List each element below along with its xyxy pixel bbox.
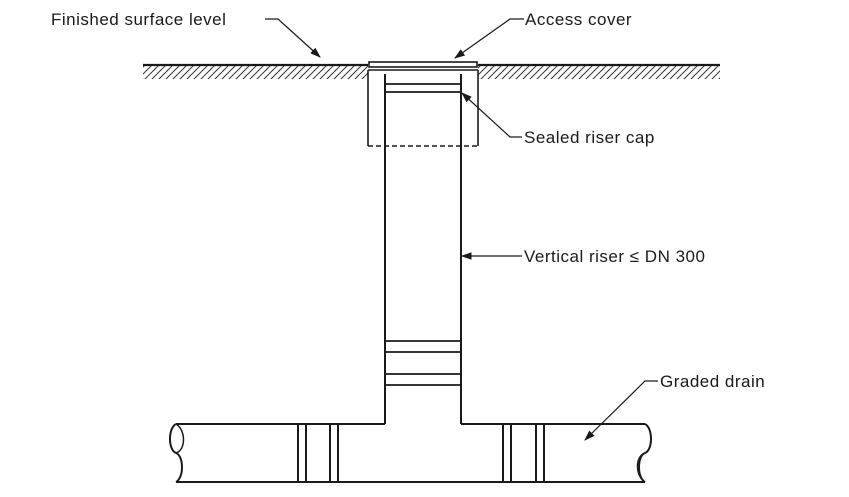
sealed-riser-cap — [385, 83, 461, 93]
label-sealed-riser-cap: Sealed riser cap — [524, 128, 655, 147]
label-graded-drain: Graded drain — [660, 372, 765, 391]
leader-lines — [265, 18, 658, 441]
access-cover — [368, 61, 478, 71]
ground-surface — [143, 63, 720, 79]
leader-sealed-riser-cap — [461, 92, 522, 138]
leader-finished-surface — [265, 18, 321, 58]
label-finished-surface-level: Finished surface level — [51, 10, 226, 29]
graded-drain-pipe — [169, 423, 652, 483]
soil-hatch-right — [478, 66, 720, 79]
leader-graded-drain — [584, 380, 658, 441]
vertical-riser — [384, 74, 462, 424]
label-access-cover: Access cover — [525, 10, 632, 29]
soil-hatch-left — [143, 66, 368, 79]
label-vertical-riser: Vertical riser ≤ DN 300 — [524, 247, 705, 266]
leader-access-cover — [454, 18, 524, 59]
